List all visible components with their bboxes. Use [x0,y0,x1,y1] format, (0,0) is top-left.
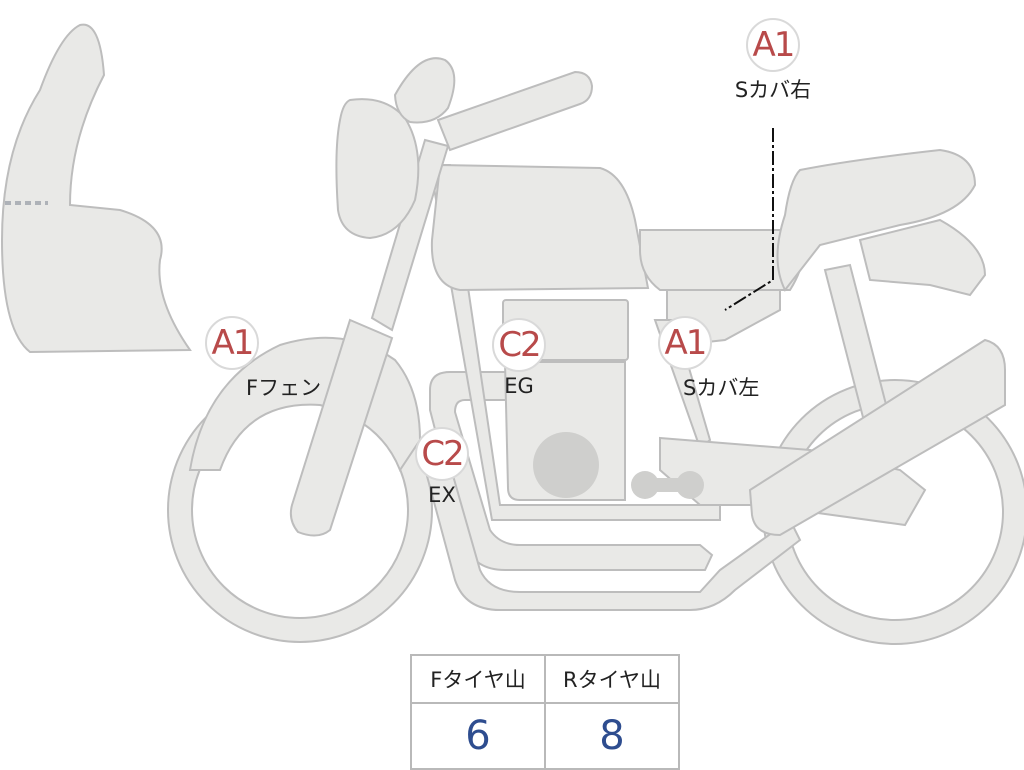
marker-engine: C2 EG [477,318,561,398]
grade-badge: C2 [492,318,546,372]
mirror-stay [393,57,456,124]
grade-badge: C2 [415,427,469,481]
front-tire-value: 6 [410,702,546,770]
rear-tire-value: 8 [544,702,680,770]
footpeg [631,471,704,499]
muffler [748,338,1006,537]
tail-cowl [858,218,987,297]
tire-tread-table: Fタイヤ山 Rタイヤ山 6 8 [410,654,680,770]
rear-tire-header: Rタイヤ山 [544,654,680,704]
grade-badge: A1 [205,316,259,370]
seat-rear [776,148,977,292]
marker-exhaust: C2 EX [400,427,484,507]
handlebar [436,70,594,152]
part-label: EG [504,374,534,398]
marker-s-cover-right: A1 Sカバ右 [731,18,815,104]
fuel-tank [430,163,650,292]
grade-badge: A1 [658,316,712,370]
engine-cover [533,432,599,498]
part-label: EX [428,483,456,507]
exhaust-pipe-upper [429,371,714,571]
front-tire-header: Fタイヤ山 [410,654,546,704]
cowl [0,23,192,354]
table-header-row: Fタイヤ山 Rタイヤ山 [410,654,680,704]
part-label: Sカバ右 [734,78,812,102]
part-label: Fフェン [246,376,322,400]
exhaust-pipe-lower [418,428,802,611]
marker-s-cover-left: A1 Sカバ左 [643,316,759,402]
table-value-row: 6 8 [410,702,680,770]
grade-badge: A1 [746,18,800,72]
part-label: Sカバ左 [683,376,760,400]
leader-line-s-cover-right [724,128,774,311]
front-fork [289,318,394,537]
marker-f-fender: A1 Fフェン [190,316,321,402]
